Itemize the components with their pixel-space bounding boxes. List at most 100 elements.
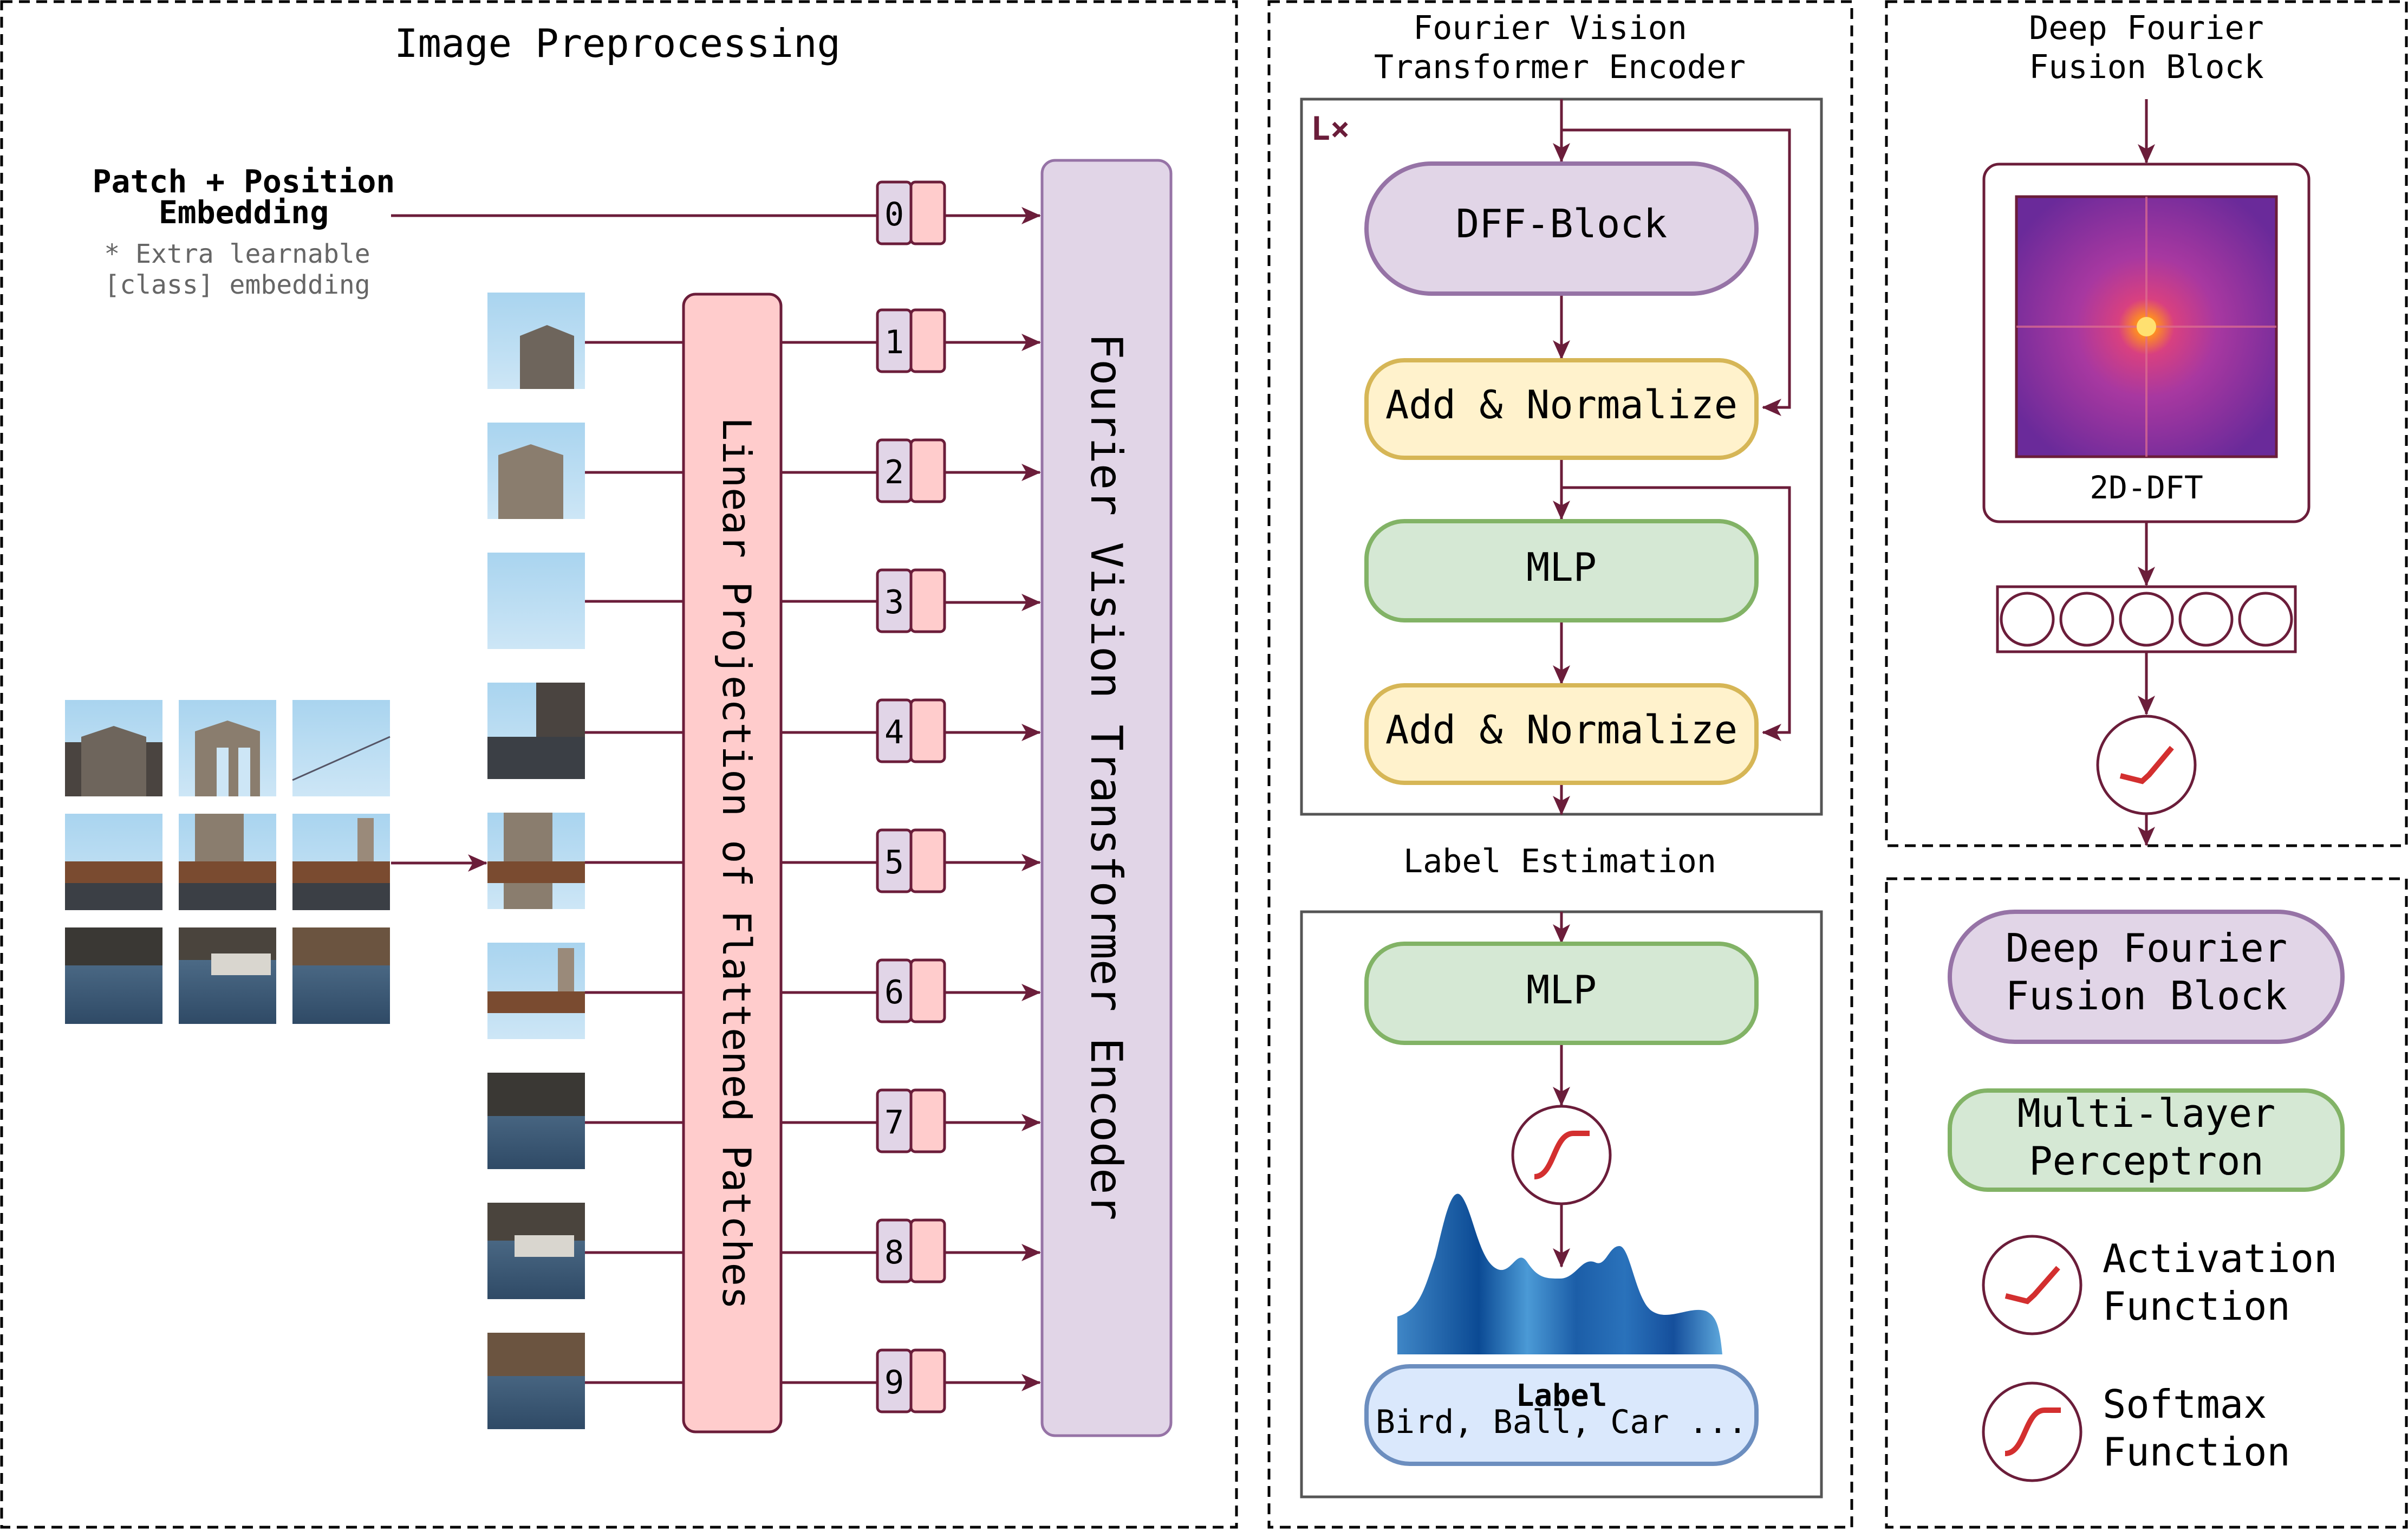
dff-activation-node <box>2096 715 2197 815</box>
encoder-mlp-label: MLP <box>1526 544 1597 590</box>
softmax-icon <box>2005 1407 2061 1456</box>
embedding-title-line1: Patch + Position <box>93 163 395 200</box>
activation-icon <box>2119 745 2174 784</box>
source-image-grid <box>65 700 391 1024</box>
legend-softmax-line1: Softmax <box>2103 1381 2267 1427</box>
legend-activation <box>1982 1235 2082 1335</box>
label-mlp-label: MLP <box>1526 967 1597 1013</box>
image-tile <box>179 814 276 910</box>
repeat-label: L× <box>1311 110 1350 148</box>
patch-thumbnail <box>487 1073 585 1169</box>
token-0: 0 <box>876 180 946 245</box>
encoder-title-line1: Fourier Vision <box>1413 9 1687 47</box>
patch-thumbnail <box>487 553 585 649</box>
token-index: 5 <box>884 844 904 881</box>
token-8: 8 <box>876 1218 946 1283</box>
encoder-arrows <box>1553 99 1791 815</box>
encoder-title-line2: Transformer Encoder <box>1374 48 1746 86</box>
image-tile <box>292 814 390 910</box>
image-tile <box>65 700 162 796</box>
neuron <box>2238 592 2293 647</box>
token-index: 8 <box>884 1234 904 1271</box>
label-output-values: Bird, Ball, Car ... <box>1376 1403 1747 1441</box>
image-tile <box>65 814 162 910</box>
token-5: 5 <box>876 828 946 893</box>
legend-mlp-line2: Perceptron <box>2029 1138 2263 1184</box>
legend-dff-line2: Fusion Block <box>2006 973 2287 1018</box>
image-tile <box>179 700 276 796</box>
token-index: 0 <box>884 196 904 233</box>
legend-mlp-line1: Multi-layer <box>2017 1091 2276 1136</box>
image-tile <box>292 927 390 1024</box>
token-4: 4 <box>876 698 946 763</box>
label-mlp <box>1364 942 1759 1045</box>
dff-block <box>1364 161 1759 296</box>
legend-softmax <box>1982 1381 2082 1482</box>
fourier-spectrum <box>2015 195 2278 458</box>
token-index: 3 <box>884 583 904 621</box>
patch-thumbnail <box>487 813 585 909</box>
neuron-layer <box>1996 585 2297 653</box>
patch-thumbnail <box>487 1333 585 1429</box>
label-output-title: Label <box>1516 1378 1607 1413</box>
dff-title-line2: Fusion Block <box>2029 48 2263 86</box>
patch-thumbnail <box>487 423 585 519</box>
token-index: 1 <box>884 323 904 361</box>
image-tile <box>292 700 391 796</box>
neuron <box>2000 592 2055 647</box>
transformer-encoder-label: Fourier Vision Transformer Encoder <box>1081 333 1131 1221</box>
preprocessing-title: Image Preprocessing <box>394 21 841 66</box>
token-1: 1 <box>876 308 946 373</box>
linear-projection-label: Linear Projection of Flattened Patches <box>714 417 759 1309</box>
add-normalize-1-label: Add & Normalize <box>1385 382 1737 427</box>
dff-block-label: DFF-Block <box>1456 201 1667 246</box>
legend-softmax-line2: Function <box>2103 1429 2290 1475</box>
legend-dff-line1: Deep Fourier <box>2006 925 2287 971</box>
preprocessing-section <box>0 0 1238 1529</box>
legend-activation-line2: Function <box>2103 1283 2290 1329</box>
encoder-section <box>1267 0 1853 1529</box>
token-6: 6 <box>876 958 946 1023</box>
token-2: 2 <box>876 438 946 503</box>
add-normalize-2 <box>1364 683 1759 785</box>
legend-dff <box>1948 910 2345 1044</box>
token-3: 3 <box>876 568 946 633</box>
neuron <box>2119 592 2174 647</box>
transformer-encoder-block <box>1040 159 1173 1437</box>
neuron <box>2059 592 2114 647</box>
activation-icon <box>2005 1266 2060 1305</box>
token-7: 7 <box>876 1088 946 1153</box>
legend-activation-line1: Activation <box>2103 1236 2337 1281</box>
label-distribution <box>1397 1193 1722 1354</box>
embedding-note-line1: * Extra learnable <box>104 239 370 269</box>
token-column: 0 1 2 3 4 5 6 7 8 9 <box>876 180 946 1413</box>
encoder-mlp <box>1364 519 1759 622</box>
token-arrows <box>945 207 1041 1391</box>
patch-thumbnail <box>487 943 585 1039</box>
patch-thumbnail <box>487 683 585 779</box>
token-index: 4 <box>884 713 904 751</box>
image-tile <box>179 927 276 1024</box>
softmax-icon <box>1534 1131 1590 1179</box>
label-estimation-title: Label Estimation <box>1403 842 1716 880</box>
patch-thumbnail <box>487 293 585 389</box>
legend-mlp <box>1948 1088 2345 1192</box>
patch-connectors <box>585 341 684 1384</box>
token-index: 6 <box>884 974 904 1011</box>
add-normalize-1 <box>1364 358 1759 460</box>
token-9: 9 <box>876 1348 946 1413</box>
label-output <box>1364 1364 1759 1466</box>
embedding-title-line2: Embedding <box>159 194 329 231</box>
embedding-note-line2: [class] embedding <box>104 270 370 300</box>
softmax-node <box>1511 1105 1612 1205</box>
image-tile <box>65 927 162 1024</box>
dff-section <box>1885 0 2408 847</box>
token-index: 2 <box>884 453 904 491</box>
neuron <box>2178 592 2234 647</box>
dft-label: 2D-DFT <box>2090 469 2203 506</box>
dff-title-line1: Deep Fourier <box>2029 9 2263 47</box>
add-normalize-2-label: Add & Normalize <box>1385 707 1737 752</box>
legend-section <box>1885 877 2408 1529</box>
